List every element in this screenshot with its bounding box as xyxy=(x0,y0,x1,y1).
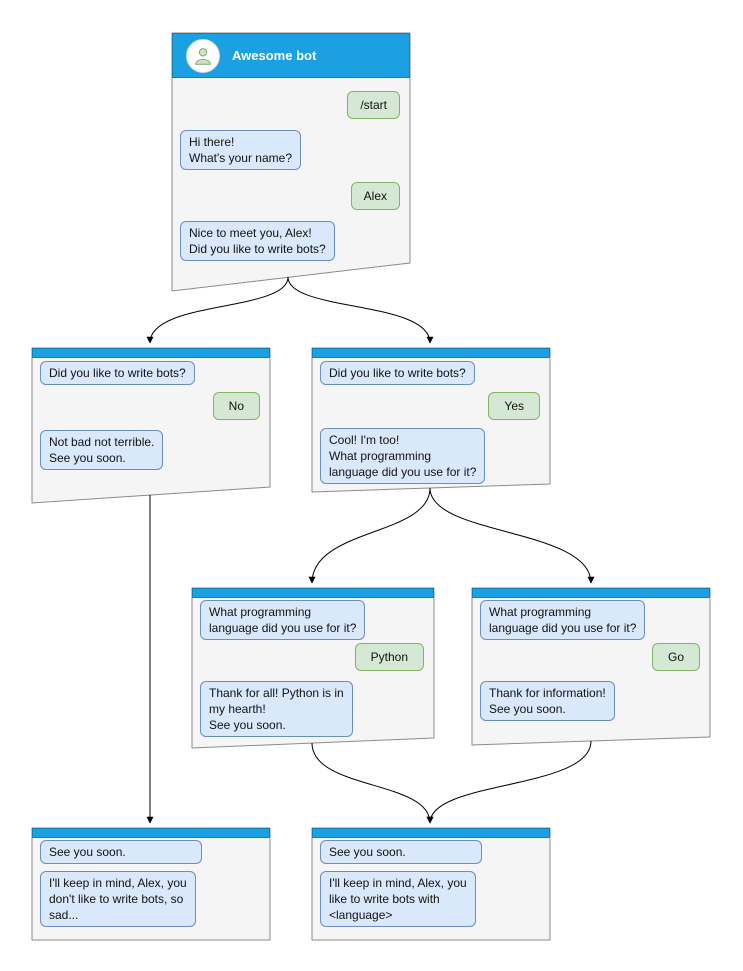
message-answer-yes: Yes xyxy=(488,392,540,420)
go-branch-header-bar xyxy=(472,588,710,598)
message-answer-go: Go xyxy=(651,643,700,671)
window-yes-branch: Did you like to write bots? Yes Cool! I'… xyxy=(312,348,550,492)
message-response: I'll keep in mind, Alex, you like to wri… xyxy=(320,871,476,927)
message-response: I'll keep in mind, Alex, you don't like … xyxy=(40,871,196,927)
message-see-you-soon: See you soon. xyxy=(320,840,482,864)
window-end-yes: See you soon. I'll keep in mind, Alex, y… xyxy=(312,828,550,940)
arrow-yes-to-go xyxy=(429,487,595,584)
message-question: What programming language did you use fo… xyxy=(480,600,646,640)
arrow-python-to-end xyxy=(311,742,434,824)
message-answer-python: Python xyxy=(354,643,424,671)
arrow-main-to-yes xyxy=(287,276,434,344)
message-response: Not bad not terrible. See you soon. xyxy=(40,430,164,470)
window-go-branch: What programming language did you use fo… xyxy=(472,588,710,745)
message-greeting: Hi there! What's your name? xyxy=(180,130,302,170)
end-no-header-bar xyxy=(32,828,270,838)
message-response: Thank for all! Python is in my hearth! S… xyxy=(200,681,353,737)
message-question: What programming language did you use fo… xyxy=(200,600,366,640)
message-response: Cool! I'm too! What programming language… xyxy=(320,428,486,484)
window-no-branch: Did you like to write bots? No Not bad n… xyxy=(32,348,270,503)
bot-avatar-icon xyxy=(186,38,220,73)
message-answer-no: No xyxy=(212,392,260,420)
bot-title: Awesome bot xyxy=(232,48,317,63)
window-main: Awesome bot /start Hi there! What's your… xyxy=(172,33,410,291)
arrow-main-to-no xyxy=(146,276,289,344)
message-response: Thank for information! See you soon. xyxy=(480,681,615,721)
arrow-yes-to-python xyxy=(308,487,431,584)
message-start-command: /start xyxy=(347,91,400,119)
message-see-you-soon: See you soon. xyxy=(40,840,202,864)
yes-branch-header-bar xyxy=(312,348,550,358)
message-name-reply: Alex xyxy=(350,182,400,210)
window-end-no: See you soon. I'll keep in mind, Alex, y… xyxy=(32,828,270,940)
main-window-header: Awesome bot xyxy=(172,33,410,78)
message-nice-to-meet: Nice to meet you, Alex! Did you like to … xyxy=(180,221,335,261)
arrow-go-to-end xyxy=(426,740,592,824)
message-question: Did you like to write bots? xyxy=(40,361,195,385)
no-branch-header-bar xyxy=(32,348,270,358)
window-python-branch: What programming language did you use fo… xyxy=(192,588,434,748)
message-question: Did you like to write bots? xyxy=(320,361,475,385)
end-yes-header-bar xyxy=(312,828,550,838)
python-branch-header-bar xyxy=(192,588,434,598)
